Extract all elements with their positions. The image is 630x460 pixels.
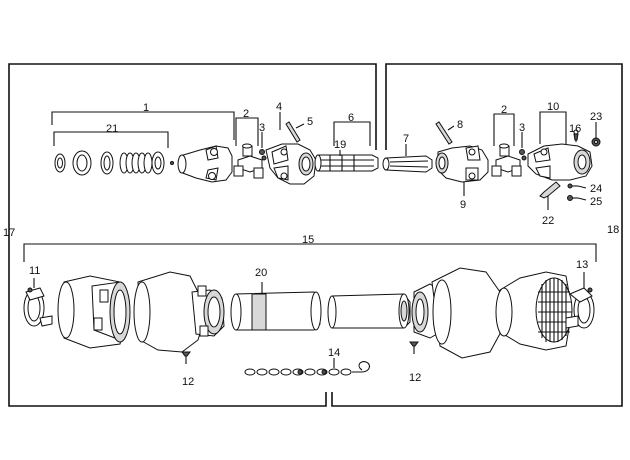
shield-tube-inner <box>327 293 411 329</box>
part-3-snap-ring-left <box>259 149 267 161</box>
part-12-screw-right <box>409 341 419 354</box>
callout-15: 15 <box>302 234 314 246</box>
part-4-inner-yoke <box>265 143 317 185</box>
callout-22: 22 <box>542 215 554 227</box>
part-11-retaining-clamp <box>23 287 53 327</box>
part-2-cross-journal-right <box>491 143 522 177</box>
callout-13: 13 <box>576 259 588 271</box>
callout-4: 4 <box>276 101 282 113</box>
part-25-bolt <box>567 195 578 201</box>
callout-10: 10 <box>547 101 559 113</box>
callout-25: 25 <box>590 196 602 208</box>
callout-2b: 2 <box>501 104 507 116</box>
part-8-spring-pin <box>435 121 453 145</box>
callout-14: 14 <box>328 347 340 359</box>
callout-7: 7 <box>403 133 409 145</box>
callout-1: 1 <box>143 102 149 114</box>
callout-5: 5 <box>307 116 313 128</box>
callout-2a: 2 <box>243 108 249 120</box>
callout-3b: 3 <box>519 122 525 134</box>
callout-12a: 12 <box>182 376 194 388</box>
callout-23: 23 <box>590 111 602 123</box>
callout-21: 21 <box>106 123 118 135</box>
callout-19: 19 <box>334 139 346 151</box>
part-7-outer-profile-tube <box>382 155 433 173</box>
part-1-quick-release-yoke <box>177 145 233 183</box>
part-21-spring <box>119 151 174 175</box>
part-12-screw-left <box>181 351 191 364</box>
callout-18: 18 <box>607 224 619 236</box>
callout-labels: 1 21 2 3 4 5 6 19 7 8 9 2 3 10 16 23 24 … <box>3 101 619 388</box>
part-16-grease-nipple <box>573 129 579 141</box>
callout-16: 16 <box>569 123 581 135</box>
bearing-housing-left <box>133 271 225 353</box>
callout-17: 17 <box>3 227 15 239</box>
bearing-housing-right <box>411 267 503 359</box>
part-24-bolt <box>567 183 578 189</box>
part-21-seal-rings <box>54 150 114 176</box>
callout-3a: 3 <box>259 122 265 134</box>
bracket-21 <box>53 131 169 148</box>
part-20-shield-tube-outer <box>230 291 322 331</box>
part-6-inner-profile-tube <box>314 154 379 172</box>
part-14-safety-chain <box>244 361 371 376</box>
bracket-2b <box>493 113 515 146</box>
callout-11: 11 <box>29 265 40 277</box>
part-10-clutch-yoke <box>527 143 593 181</box>
callout-20: 20 <box>255 267 267 279</box>
part-13-retaining-clamp <box>565 287 595 329</box>
part-3-snap-ring-right <box>519 149 527 161</box>
part-5-spring-pin <box>285 121 301 143</box>
bracket-6 <box>333 121 371 146</box>
part-22-shear-pin <box>539 181 561 199</box>
shield-cone-left <box>57 275 131 349</box>
callout-6: 6 <box>348 112 354 124</box>
callout-24: 24 <box>590 183 602 195</box>
part-23-nut <box>591 137 601 147</box>
bracket-15 <box>23 243 597 262</box>
part-9-tube-yoke <box>435 145 489 183</box>
bracket-2a <box>235 117 259 146</box>
frame-bracket-18 <box>331 63 623 407</box>
bracket-1 <box>51 111 235 140</box>
callout-9: 9 <box>460 199 466 211</box>
bracket-10 <box>539 111 567 144</box>
part-2-cross-journal-left <box>233 143 264 179</box>
callout-8: 8 <box>457 119 463 131</box>
callout-12b: 12 <box>409 372 421 384</box>
shield-cone-right <box>495 271 573 351</box>
frame-bracket-17 <box>8 63 377 407</box>
